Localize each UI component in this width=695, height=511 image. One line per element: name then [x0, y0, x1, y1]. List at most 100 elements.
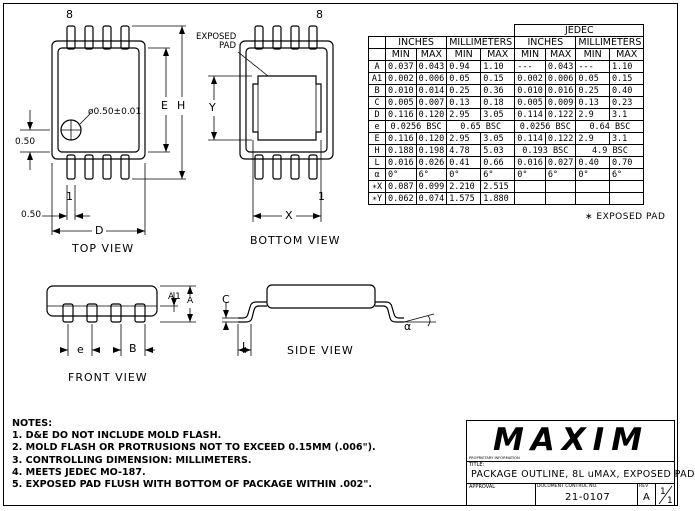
note-2: 2. MOLD FLASH OR PROTRUSIONS NOT TO EXCE…	[12, 442, 376, 454]
table-cell: 0.193 BSC	[514, 144, 577, 157]
table-cell: 0.007	[415, 96, 448, 109]
table-cell	[608, 180, 645, 193]
exposed-pad-footnote: ∗ EXPOSED PAD	[585, 212, 666, 222]
group-inches: INCHES	[384, 36, 448, 49]
row-symbol: A	[368, 60, 386, 73]
subhead-4: MIN	[514, 48, 546, 61]
row-symbol: ∗X	[368, 180, 386, 193]
table-cell: 0.94	[446, 60, 482, 73]
pin1-label-bottom-view: 1	[318, 190, 326, 203]
side-view-title: SIDE VIEW	[287, 344, 354, 357]
table-cell: 0.122	[544, 108, 577, 121]
dimension-B: B	[129, 342, 138, 355]
group-millimeters: MILLIMETERS	[446, 36, 516, 49]
table-cell: 0.05	[446, 72, 482, 85]
row-symbol: e	[368, 120, 386, 133]
dimension-A1: A1	[168, 292, 182, 302]
table-cell: 0.15	[608, 72, 645, 85]
table-cell: 0.114	[514, 108, 546, 121]
dimension-L: L	[242, 340, 250, 353]
table-cell: 0.016	[385, 156, 417, 169]
vline-2	[637, 483, 638, 505]
table-cell: 0.005	[514, 96, 546, 109]
drawing-title: PACKAGE OUTLINE, 8L uMAX, EXPOSED PAD	[471, 469, 695, 480]
table-cell: 3.05	[480, 108, 516, 121]
row-symbol: B	[368, 84, 386, 97]
logo-text: MAXIM	[493, 422, 649, 458]
table-cell: 2.95	[446, 132, 482, 145]
dimension-E: E	[161, 99, 169, 112]
exposed-pad-callout: EXPOSED PAD	[196, 33, 236, 51]
table-cell: 2.515	[480, 180, 516, 193]
table-cell: 0.198	[415, 144, 448, 157]
table-cell: 2.95	[446, 108, 482, 121]
table-cell: 0°	[514, 168, 546, 181]
table-cell: 0.188	[385, 144, 417, 157]
table-cell: 0.016	[514, 156, 546, 169]
table-cell: 5.03	[480, 144, 516, 157]
table-cell	[544, 180, 577, 193]
subhead-7: MAX	[608, 48, 645, 61]
table-cell: 0.062	[385, 192, 417, 205]
table-cell: 0.36	[480, 84, 516, 97]
table-cell: ---	[575, 60, 610, 73]
group-jedec-inches: INCHES	[514, 36, 577, 49]
hole-dimension: ø0.50±0.01	[88, 107, 142, 117]
row-symbol: E	[368, 132, 386, 145]
sheet-fraction-slash: 1 1	[658, 485, 673, 506]
row-symbol: C	[368, 96, 386, 109]
table-cell: 0.009	[544, 96, 577, 109]
table-cell: 6°	[608, 168, 645, 181]
table-cell: 0.010	[514, 84, 546, 97]
row-symbol: D	[368, 108, 386, 121]
table-cell: 0.13	[575, 96, 610, 109]
table-cell	[514, 192, 546, 205]
table-cell: 0.13	[446, 96, 482, 109]
table-cell: 0.05	[575, 72, 610, 85]
dimension-H: H	[177, 99, 187, 112]
table-cell: 0.0256 BSC	[384, 120, 448, 133]
doc-control-label: DOCUMENT CONTROL NO.	[537, 484, 598, 489]
table-cell: 0.0256 BSC	[514, 120, 577, 133]
table-cell: 1.10	[480, 60, 516, 73]
table-cell: 2.9	[575, 132, 610, 145]
table-cell: 0.014	[415, 84, 448, 97]
table-cell: 0.002	[385, 72, 417, 85]
notes-block: NOTES: 1. D&E DO NOT INCLUDE MOLD FLASH.…	[12, 418, 376, 491]
row-symbol: A1	[368, 72, 386, 85]
table-cell: 0.25	[446, 84, 482, 97]
notes-title: NOTES:	[12, 418, 53, 429]
table-cell: 0.006	[544, 72, 577, 85]
subhead-0: MIN	[385, 48, 417, 61]
table-cell	[575, 180, 610, 193]
table-cell: 0.120	[415, 108, 448, 121]
table-cell: 0.23	[608, 96, 645, 109]
table-cell: 0.002	[514, 72, 546, 85]
pin8-label-bottom-view: 8	[316, 8, 324, 21]
table-cell: 0.70	[608, 156, 645, 169]
table-cell: 6°	[480, 168, 516, 181]
subhead-3: MAX	[480, 48, 516, 61]
table-cell: 0.016	[544, 84, 577, 97]
table-cell: 1.10	[608, 60, 645, 73]
pin8-label-top: 8	[66, 8, 74, 21]
note-5: 5. EXPOSED PAD FLUSH WITH BOTTOM OF PACK…	[12, 479, 372, 491]
bottom-0.50-dimension: 0.50	[21, 210, 42, 220]
row-symbol: α	[368, 168, 386, 181]
table-cell: 1.880	[480, 192, 516, 205]
note-3: 3. CONTROLLING DIMENSION: MILLIMETERS.	[12, 454, 252, 466]
note-1: 1. D&E DO NOT INCLUDE MOLD FLASH.	[12, 430, 222, 442]
table-cell: 0.037	[385, 60, 417, 73]
table-cell: 1.575	[446, 192, 482, 205]
maxim-logo-mark: MAXIM	[493, 422, 649, 458]
